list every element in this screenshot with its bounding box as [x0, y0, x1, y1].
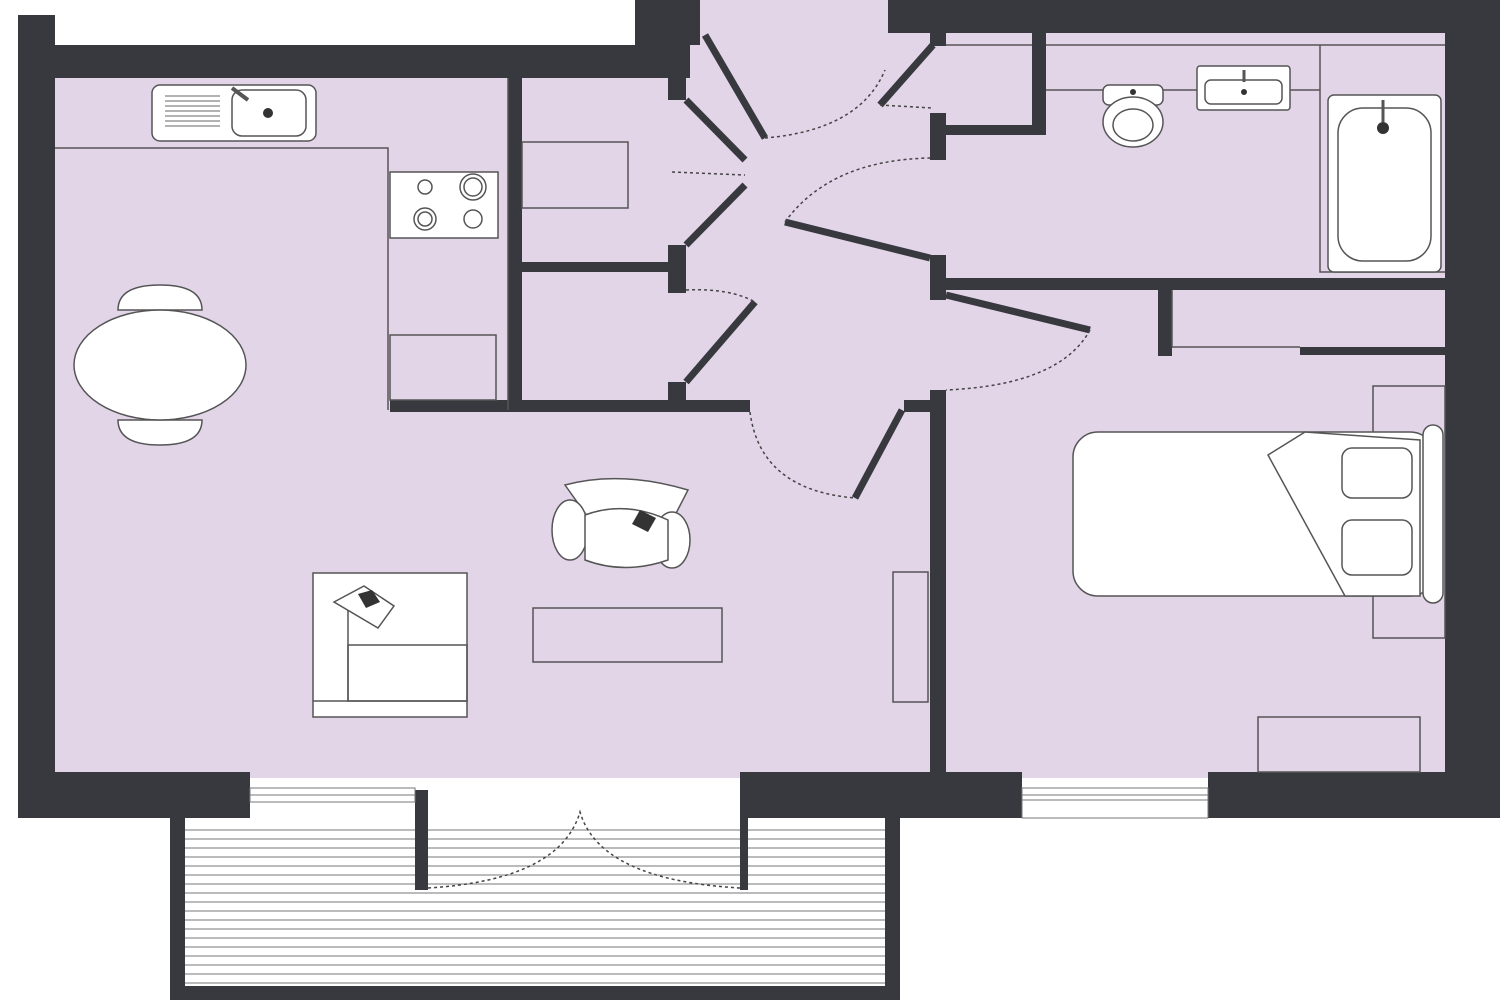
doors — [427, 33, 1091, 889]
dining-table-icon — [73, 284, 247, 446]
balcony — [170, 818, 900, 1000]
store-2-door — [683, 299, 758, 385]
bathroom-door — [784, 218, 931, 262]
coffee-table — [532, 607, 723, 663]
hall-floor — [680, 30, 950, 410]
entrance-door — [701, 33, 769, 140]
hob-icon — [389, 171, 499, 239]
sink-icon — [151, 84, 317, 142]
basin-icon — [1196, 65, 1291, 111]
balcony-doors — [427, 809, 741, 889]
windows — [249, 787, 1209, 819]
sofa-icon — [312, 572, 468, 718]
walls — [18, 0, 1500, 890]
tv-unit — [892, 571, 929, 703]
bathroom-fixtures — [1046, 44, 1445, 273]
bedroom-furniture — [1072, 290, 1446, 773]
store-1-door-bottom — [683, 182, 748, 248]
toilet-icon — [1102, 84, 1164, 148]
kitchen-units — [55, 78, 509, 410]
bedroom-door — [945, 291, 1091, 334]
bathtub-icon — [1327, 94, 1442, 273]
cupboard-door — [877, 42, 936, 108]
living-door — [851, 408, 906, 500]
store-shelf — [521, 141, 629, 209]
armchair-icon — [551, 477, 691, 569]
store-1-door-top — [683, 97, 748, 163]
chest-of-drawers — [1257, 716, 1421, 773]
bed-icon — [1072, 424, 1444, 604]
